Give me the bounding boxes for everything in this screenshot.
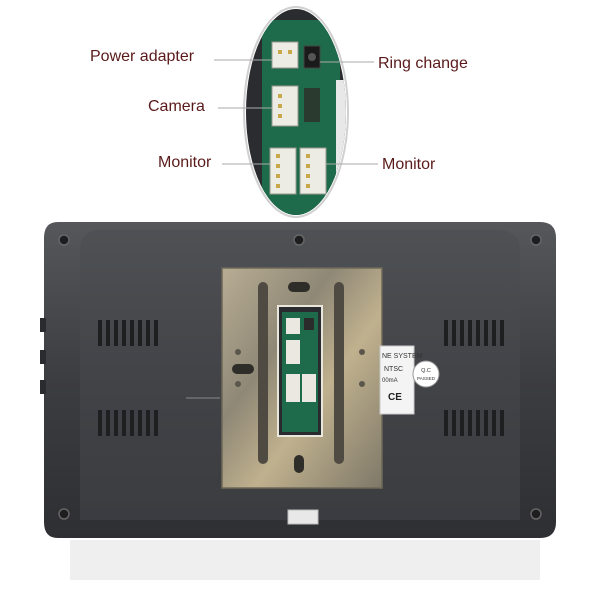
monitor-connector-left xyxy=(269,147,297,195)
left-speaker-grille-bottom xyxy=(98,410,158,436)
zoom-oval xyxy=(243,6,349,218)
right-speaker-grille-bottom xyxy=(444,410,504,436)
callout-ring-change: Ring change xyxy=(378,55,468,72)
housing-screws xyxy=(58,234,542,520)
power-connector xyxy=(271,41,299,69)
callout-monitor-left: Monitor xyxy=(158,154,212,171)
sticker-line-3: 00mA xyxy=(382,378,398,384)
callout-power-adapter: Power adapter xyxy=(90,48,195,65)
right-speaker-grille-top xyxy=(444,320,504,346)
qc-badge xyxy=(412,360,440,388)
serial-label xyxy=(287,509,319,525)
qc-badge-line-1: Q.C xyxy=(421,368,431,374)
pcb-through-bracket xyxy=(282,312,318,432)
sticker-line-1: NE SYSTEM xyxy=(382,353,423,360)
callout-monitor-right: Monitor xyxy=(382,156,436,173)
sticker-line-2: NTSC xyxy=(384,366,403,373)
callout-camera: Camera xyxy=(148,98,205,115)
callout-lines xyxy=(214,59,378,165)
left-speaker-grille-top xyxy=(98,320,158,346)
reflection xyxy=(70,540,540,580)
camera-connector xyxy=(271,85,299,127)
monitor-connector-right xyxy=(299,147,327,195)
ce-mark: CE xyxy=(388,392,402,403)
qc-badge-line-2: PASSED xyxy=(417,376,436,381)
